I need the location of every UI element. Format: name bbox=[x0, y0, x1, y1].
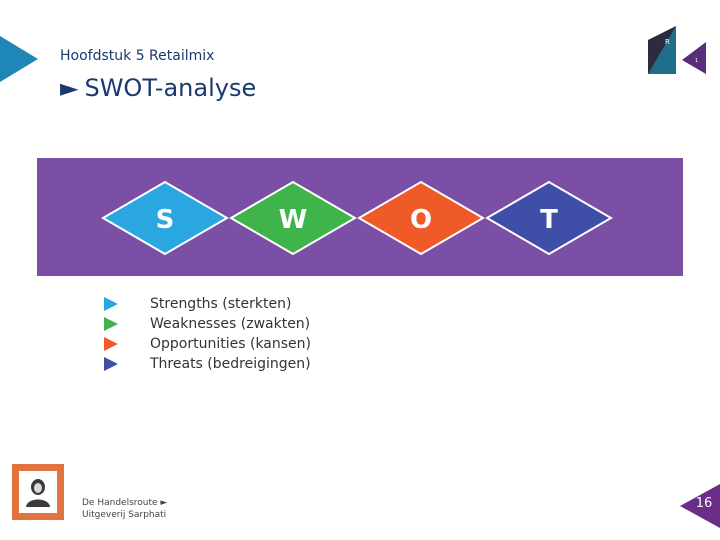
bullet-triangle-icon bbox=[104, 297, 118, 311]
diamond-w: W bbox=[229, 180, 357, 256]
portrait-icon bbox=[26, 479, 50, 507]
bullet-triangle-icon bbox=[104, 337, 118, 351]
logo-small: 1 bbox=[695, 58, 698, 64]
diamond-s: S bbox=[101, 180, 229, 256]
list-item: Weaknesses (zwakten) bbox=[104, 314, 311, 334]
list-item: Threats (bedreigingen) bbox=[104, 354, 311, 374]
list-item-text: Weaknesses (zwakten) bbox=[150, 316, 311, 332]
diamond-s-letter: S bbox=[156, 205, 175, 235]
swot-banner: S W O T bbox=[37, 158, 683, 276]
page-title: ►SWOT-analyse bbox=[60, 74, 256, 102]
list-item-text: Threats (bedreigingen) bbox=[150, 356, 311, 372]
title-text: SWOT-analyse bbox=[84, 74, 257, 102]
publisher-subname: Uitgeverij Sarphati bbox=[82, 510, 167, 520]
diamond-w-letter: W bbox=[279, 205, 308, 235]
portrait-frame bbox=[12, 464, 64, 520]
publisher-name: De Handelsroute ► bbox=[82, 498, 168, 508]
bullet-triangle-icon bbox=[104, 357, 118, 371]
diamond-o: O bbox=[357, 180, 485, 256]
r-logo-icon: R 1 bbox=[648, 26, 706, 74]
diamond-t-letter: T bbox=[540, 205, 558, 235]
list-item: Strengths (sterkten) bbox=[104, 294, 311, 314]
list-item: Opportunities (kansen) bbox=[104, 334, 311, 354]
bullet-triangle-icon bbox=[104, 317, 118, 331]
list-item-text: Opportunities (kansen) bbox=[150, 336, 311, 352]
swot-diamonds: S W O T bbox=[101, 180, 613, 256]
list-item-text: Strengths (sterkten) bbox=[150, 296, 292, 312]
corner-triangle-icon bbox=[0, 36, 38, 82]
page-badge-icon bbox=[680, 484, 720, 528]
title-arrow-icon: ► bbox=[60, 74, 79, 102]
swot-list: Strengths (sterkten) Weaknesses (zwakten… bbox=[104, 294, 311, 374]
chapter-label: Hoofdstuk 5 Retailmix bbox=[60, 48, 215, 64]
logo-letter: R bbox=[665, 38, 670, 46]
diamond-t: T bbox=[485, 180, 613, 256]
diamond-o-letter: O bbox=[410, 205, 432, 235]
publisher-logo: De Handelsroute ► Uitgeverij Sarphati bbox=[12, 464, 172, 528]
page-number: 16 bbox=[695, 496, 713, 511]
